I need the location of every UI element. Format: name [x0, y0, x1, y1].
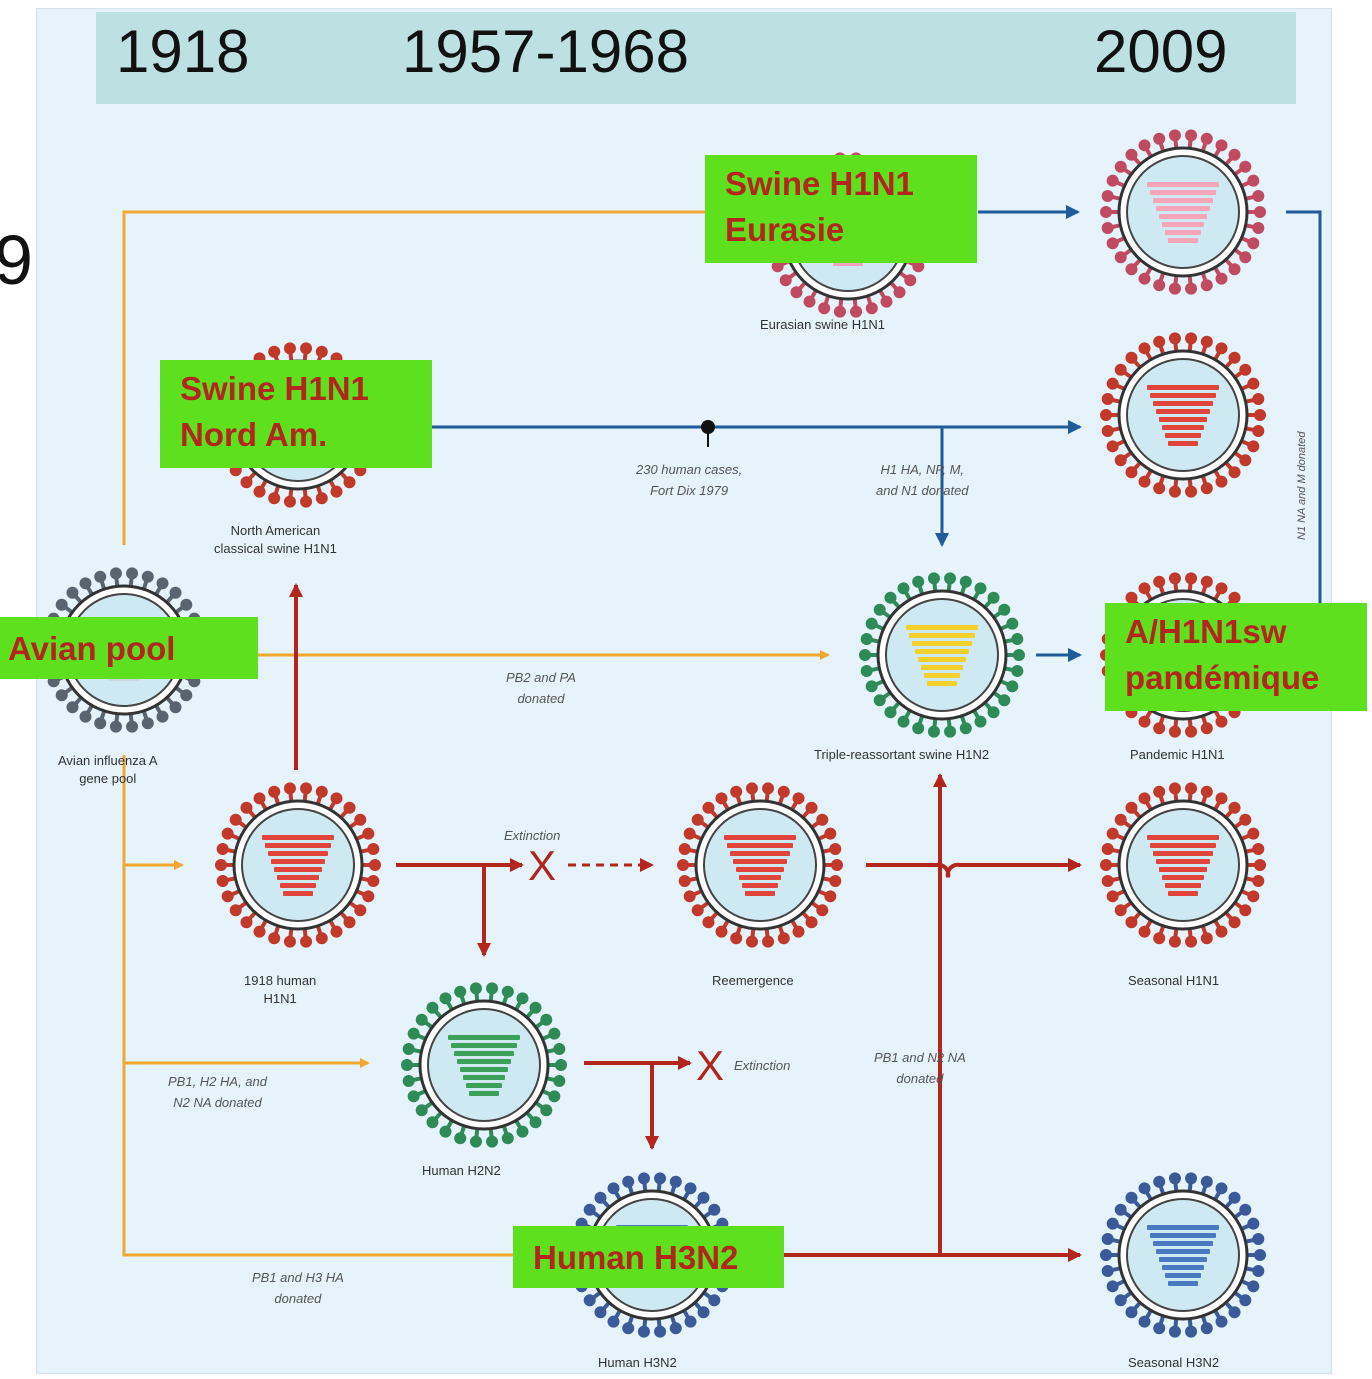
avian-lines — [122, 210, 830, 1257]
human-h2n2-virus-icon — [401, 982, 567, 1148]
avian-trunk-line — [122, 755, 520, 1257]
triple-reassortant-virus-icon — [859, 572, 1025, 738]
extinction-x-mark: X — [528, 842, 556, 889]
cut-off-glyph: 9 — [0, 221, 33, 299]
seasonal-h3n2-virus-icon — [1100, 1172, 1266, 1338]
extinction-x-mark-2: X — [696, 1042, 724, 1089]
seasonal-h3n2-caption: Seasonal H3N2 — [1128, 1355, 1220, 1370]
swine-lines — [432, 205, 1322, 662]
human-1918-virus-icon — [215, 782, 381, 948]
extinction-note-1: Extinction — [504, 828, 561, 843]
n1-vertical-note: N1 NA and M donated — [1296, 431, 1308, 540]
avian-to-eurasian-line — [122, 210, 705, 545]
pandemic-2009-eurasian-virus-icon — [1100, 129, 1266, 295]
seasonal-h1n1-virus-icon — [1100, 782, 1266, 948]
n1-donated-line — [1286, 210, 1322, 605]
human-lines — [289, 583, 1082, 1262]
triple-reassortant-caption: Triple-reassortant swine H1N2 — [814, 747, 990, 762]
eurasian-swine-caption: Eurasian swine H1N1 — [760, 317, 886, 332]
human-h2n2-caption: Human H2N2 — [422, 1163, 501, 1178]
year-1918: 1918 — [116, 18, 250, 85]
reemergence-to-seasonal-arrow — [866, 858, 1082, 878]
fort-dix-note: 230 human cases,Fort Dix 1979 — [636, 462, 743, 498]
seasonal-h1n1-caption: Seasonal H1N1 — [1128, 973, 1220, 988]
pandemic-h1n1-caption: Pandemic H1N1 — [1130, 747, 1225, 762]
human-h3n2-caption: Human H3N2 — [598, 1355, 677, 1370]
extinction-note-2: Extinction — [734, 1058, 791, 1073]
pandemic-2009-na-virus-icon — [1100, 332, 1266, 498]
reemergence-caption: Reemergence — [712, 973, 794, 988]
label-avian-pool: Avian pool — [0, 617, 258, 679]
reemergence-virus-icon — [677, 782, 843, 948]
year-2009: 2009 — [1094, 18, 1228, 85]
year-1957-1968: 1957-1968 — [402, 18, 689, 85]
h1-donated-note: H1 HA, NP, M,and N1 donated — [876, 462, 969, 498]
year-band — [96, 12, 1296, 104]
label-human-h3n2: Human H3N2 — [513, 1226, 784, 1288]
